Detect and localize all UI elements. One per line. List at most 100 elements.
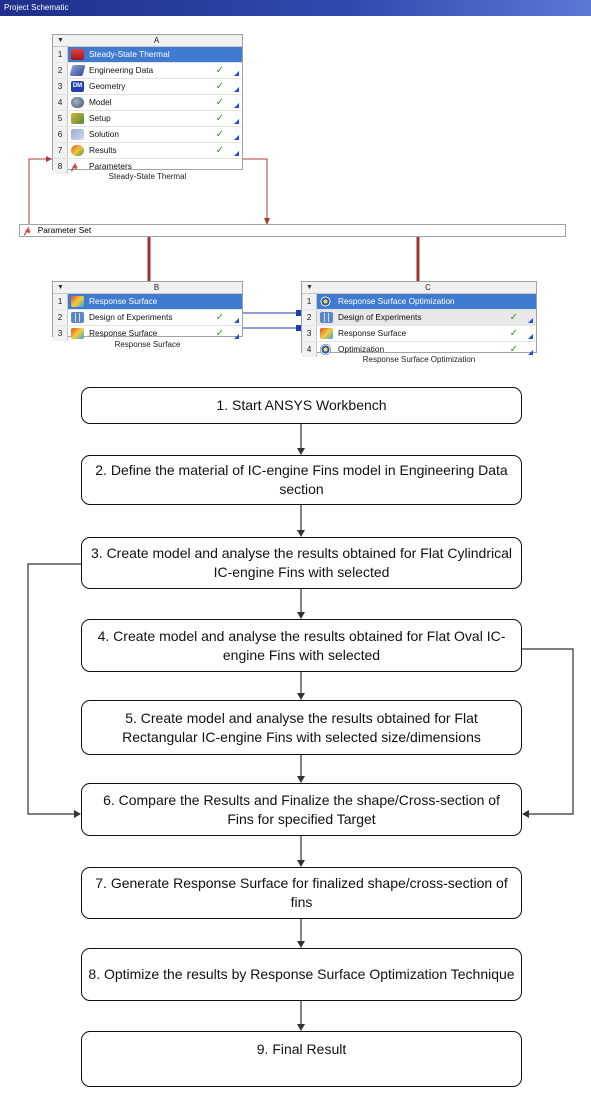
cell-label: Design of Experiments bbox=[89, 312, 173, 322]
cell-response-surface[interactable]: 3 Response Surface ✓ bbox=[302, 326, 536, 342]
row-number: 1 bbox=[53, 294, 68, 309]
cell-optimization[interactable]: 4 Optimization ✓ bbox=[302, 342, 536, 357]
flow-step-6: 6. Compare the Results and Finalize the … bbox=[81, 783, 522, 836]
system-menu-arrow-icon[interactable]: ▼ bbox=[57, 37, 64, 44]
cell-label: Engineering Data bbox=[89, 65, 154, 75]
design-of-experiments-icon bbox=[320, 312, 333, 323]
flow-step-7: 7. Generate Response Surface for finaliz… bbox=[81, 867, 522, 919]
row-number: 5 bbox=[53, 111, 68, 126]
system-b-header: ▼ B bbox=[53, 282, 242, 294]
cell-engineering-data[interactable]: 2 Engineering Data ✓ bbox=[53, 63, 242, 79]
system-b-response-surface[interactable]: ▼ B 1 Response Surface 2 Design of Exper… bbox=[52, 281, 243, 341]
check-icon: ✓ bbox=[215, 328, 224, 339]
system-menu-arrow-icon[interactable]: ▼ bbox=[306, 284, 313, 291]
check-icon: ✓ bbox=[215, 145, 224, 156]
corner-arrow-icon bbox=[234, 318, 239, 323]
flow-step-8: 8. Optimize the results by Response Surf… bbox=[81, 948, 522, 1001]
cell-label: Solution bbox=[89, 129, 119, 139]
cell-label: Response Surface bbox=[338, 328, 407, 338]
cell-steady-state-thermal[interactable]: 1 Steady-State Thermal bbox=[53, 47, 242, 63]
parameter-set-bar[interactable]: 𝓅 Parameter Set bbox=[19, 224, 566, 237]
geometry-dm-icon: DM bbox=[71, 81, 84, 92]
system-b-caption: Response Surface bbox=[114, 340, 181, 349]
corner-arrow-icon bbox=[234, 334, 239, 339]
system-c-caption: Response Surface Optimization bbox=[362, 355, 476, 364]
cell-solution[interactable]: 6 Solution ✓ bbox=[53, 127, 242, 143]
row-number: 4 bbox=[302, 342, 317, 357]
cell-label: Results bbox=[89, 145, 117, 155]
system-a-header: ▼ A bbox=[53, 35, 242, 47]
response-surface-icon bbox=[71, 296, 84, 307]
cell-label: Response Surface bbox=[89, 296, 158, 306]
cell-setup[interactable]: 5 Setup ✓ bbox=[53, 111, 242, 127]
cell-parameters[interactable]: 8 𝓅 Parameters bbox=[53, 159, 242, 174]
parameter-set-icon: 𝓅 bbox=[24, 225, 31, 235]
system-c-header: ▼ C bbox=[302, 282, 536, 294]
parameter-set-label: Parameter Set bbox=[37, 225, 92, 235]
cell-label: Design of Experiments bbox=[338, 312, 422, 322]
corner-arrow-icon bbox=[528, 318, 533, 323]
row-number: 8 bbox=[53, 159, 68, 174]
response-surface-icon bbox=[71, 328, 84, 339]
check-icon: ✓ bbox=[215, 97, 224, 108]
check-icon: ✓ bbox=[509, 328, 518, 339]
optimization-target-icon bbox=[320, 344, 331, 355]
row-number: 1 bbox=[302, 294, 317, 309]
corner-arrow-icon bbox=[234, 119, 239, 124]
flow-step-5: 5. Create model and analyse the results … bbox=[81, 700, 522, 755]
corner-arrow-icon bbox=[234, 71, 239, 76]
project-schematic-titlebar: Project Schematic bbox=[0, 0, 591, 16]
flow-step-9: 9. Final Result bbox=[81, 1031, 522, 1087]
check-icon: ✓ bbox=[215, 81, 224, 92]
row-number: 2 bbox=[53, 63, 68, 78]
check-icon: ✓ bbox=[215, 65, 224, 76]
corner-arrow-icon bbox=[528, 350, 533, 355]
model-icon bbox=[71, 97, 84, 108]
corner-arrow-icon bbox=[528, 334, 533, 339]
flow-step-2: 2. Define the material of IC-engine Fins… bbox=[81, 455, 522, 505]
row-number: 3 bbox=[302, 326, 317, 341]
row-number: 7 bbox=[53, 143, 68, 158]
check-icon: ✓ bbox=[509, 344, 518, 355]
parameters-icon: 𝓅 bbox=[71, 161, 78, 171]
cell-response-surface-optimization-system[interactable]: 1 Response Surface Optimization bbox=[302, 294, 536, 310]
check-icon: ✓ bbox=[215, 312, 224, 323]
cell-model[interactable]: 4 Model ✓ bbox=[53, 95, 242, 111]
row-number: 2 bbox=[53, 310, 68, 325]
cell-label: Steady-State Thermal bbox=[89, 49, 170, 59]
column-label: A bbox=[153, 36, 160, 45]
corner-arrow-icon bbox=[234, 135, 239, 140]
setup-icon bbox=[71, 113, 84, 124]
thermal-icon bbox=[71, 49, 84, 60]
cell-design-of-experiments[interactable]: 2 Design of Experiments ✓ bbox=[302, 310, 536, 326]
column-label: B bbox=[153, 283, 160, 292]
flow-step-1: 1. Start ANSYS Workbench bbox=[81, 387, 522, 424]
flow-step-4: 4. Create model and analyse the results … bbox=[81, 619, 522, 672]
row-number: 1 bbox=[53, 47, 68, 62]
check-icon: ✓ bbox=[509, 312, 518, 323]
column-label: C bbox=[425, 283, 431, 292]
cell-label: Response Surface Optimization bbox=[338, 296, 455, 306]
system-a-caption: Steady-State Thermal bbox=[108, 172, 187, 181]
system-c-response-surface-optimization[interactable]: ▼ C 1 Response Surface Optimization 2 De… bbox=[301, 281, 537, 357]
flow-step-3: 3. Create model and analyse the results … bbox=[81, 537, 522, 589]
solution-icon bbox=[71, 129, 84, 140]
cell-label: Response Surface bbox=[89, 328, 158, 338]
cell-design-of-experiments[interactable]: 2 Design of Experiments ✓ bbox=[53, 310, 242, 326]
check-icon: ✓ bbox=[215, 113, 224, 124]
cell-response-surface-system[interactable]: 1 Response Surface bbox=[53, 294, 242, 310]
row-number: 4 bbox=[53, 95, 68, 110]
system-a-steady-state-thermal[interactable]: ▼ A 1 Steady-State Thermal 2 Engineering… bbox=[52, 34, 243, 174]
check-icon: ✓ bbox=[215, 129, 224, 140]
cell-results[interactable]: 7 Results ✓ bbox=[53, 143, 242, 159]
system-menu-arrow-icon[interactable]: ▼ bbox=[57, 284, 64, 291]
cell-label: Setup bbox=[89, 113, 111, 123]
corner-arrow-icon bbox=[234, 87, 239, 92]
row-number: 2 bbox=[302, 310, 317, 325]
cell-response-surface[interactable]: 3 Response Surface ✓ bbox=[53, 326, 242, 341]
cell-label: Geometry bbox=[89, 81, 126, 91]
row-number: 3 bbox=[53, 79, 68, 94]
row-number: 6 bbox=[53, 127, 68, 142]
cell-geometry[interactable]: 3 DM Geometry ✓ bbox=[53, 79, 242, 95]
